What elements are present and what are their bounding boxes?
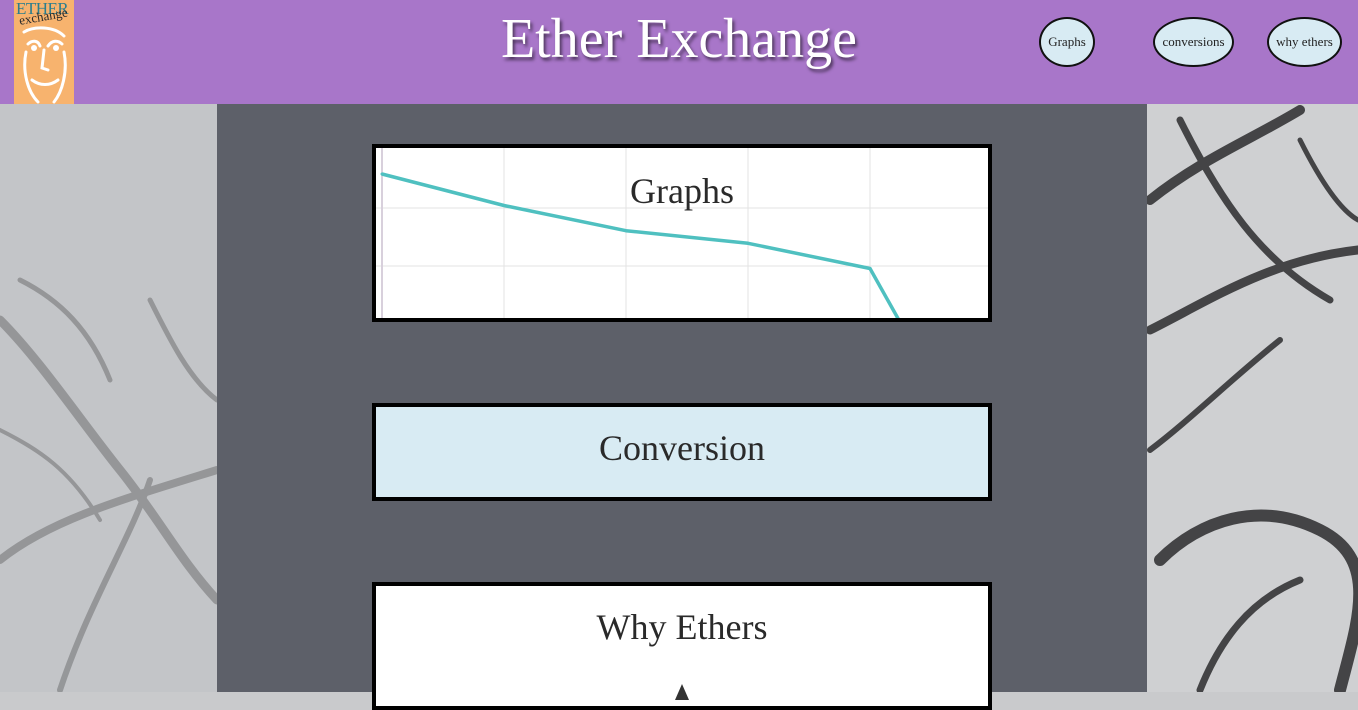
chart-data-point: [868, 267, 872, 270]
chart-grid: [376, 148, 988, 318]
site-header: ETHER exchange Ether Exchange Graphs con…: [0, 0, 1358, 104]
nav-conversions-button[interactable]: conversions: [1153, 17, 1234, 67]
why-ethers-section[interactable]: Why Ethers: [372, 582, 992, 710]
graphs-title: Graphs: [630, 171, 734, 211]
nav-why-ethers-button[interactable]: why ethers: [1267, 17, 1342, 67]
logo-text-top: ETHER: [16, 0, 69, 18]
chart-series-line: [381, 172, 900, 318]
conversion-title: Conversion: [599, 428, 765, 468]
site-title: Ether Exchange: [500, 8, 858, 70]
logo-face-icon: [22, 26, 67, 104]
price-line-chart: [376, 148, 988, 318]
chart-data-point: [746, 241, 750, 245]
site-logo[interactable]: ETHER exchange: [14, 0, 74, 104]
nav-graphs-button[interactable]: Graphs: [1039, 17, 1095, 67]
chart-data-point: [380, 172, 384, 176]
ether-logo-icon: [675, 684, 689, 700]
chart-data-point: [502, 204, 506, 207]
conversion-section[interactable]: Conversion: [372, 403, 992, 501]
why-ethers-title: Why Ethers: [596, 607, 768, 647]
chart-data-point: [624, 229, 628, 233]
graphs-section[interactable]: Graphs: [372, 144, 992, 322]
main-content: Graphs Conversion Why Ethers: [217, 104, 1147, 710]
